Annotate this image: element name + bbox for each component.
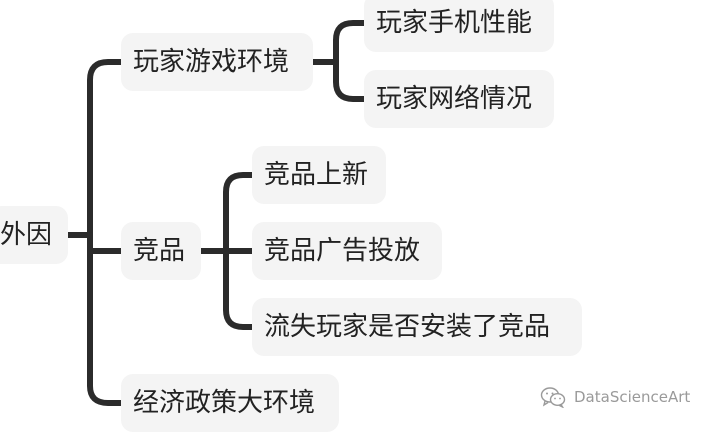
node-phone-performance-label: 玩家手机性能 [376, 8, 533, 38]
node-economic-policy[interactable]: 经济政策大环境 [121, 374, 339, 432]
node-network-condition-label: 玩家网络情况 [376, 84, 533, 114]
node-phone-performance[interactable]: 玩家手机性能 [364, 0, 554, 52]
connector-env-to-phone [333, 20, 367, 65]
connector-root-to-env [87, 59, 124, 238]
node-root[interactable]: 外因 [0, 206, 68, 264]
node-economic-policy-label: 经济政策大环境 [133, 388, 316, 418]
connector-root-to-competitor [87, 232, 124, 254]
node-network-condition[interactable]: 玩家网络情况 [364, 70, 554, 128]
node-player-environment[interactable]: 玩家游戏环境 [121, 33, 313, 91]
node-competitor-ads-label: 竞品广告投放 [264, 236, 421, 266]
connector-competitor-to-new [223, 172, 255, 254]
connector-env-to-network [333, 59, 367, 102]
watermark: DataScienceArt [540, 384, 690, 410]
node-competitor[interactable]: 竞品 [121, 222, 201, 280]
watermark-text: DataScienceArt [574, 388, 691, 406]
node-root-label: 外因 [0, 220, 53, 250]
node-competitor-label: 竞品 [133, 236, 186, 266]
connector-root-to-economy [87, 232, 124, 406]
node-competitor-ads[interactable]: 竞品广告投放 [252, 222, 442, 280]
node-competitor-new-release[interactable]: 竞品上新 [252, 146, 386, 204]
node-competitor-new-release-label: 竞品上新 [264, 160, 369, 190]
connector-competitor-to-churn [223, 248, 255, 330]
node-churned-players-installed-competitor[interactable]: 流失玩家是否安装了竞品 [252, 298, 582, 356]
node-player-environment-label: 玩家游戏环境 [133, 47, 290, 77]
wechat-icon [540, 387, 566, 408]
node-churned-players-installed-competitor-label: 流失玩家是否安装了竞品 [264, 312, 551, 342]
